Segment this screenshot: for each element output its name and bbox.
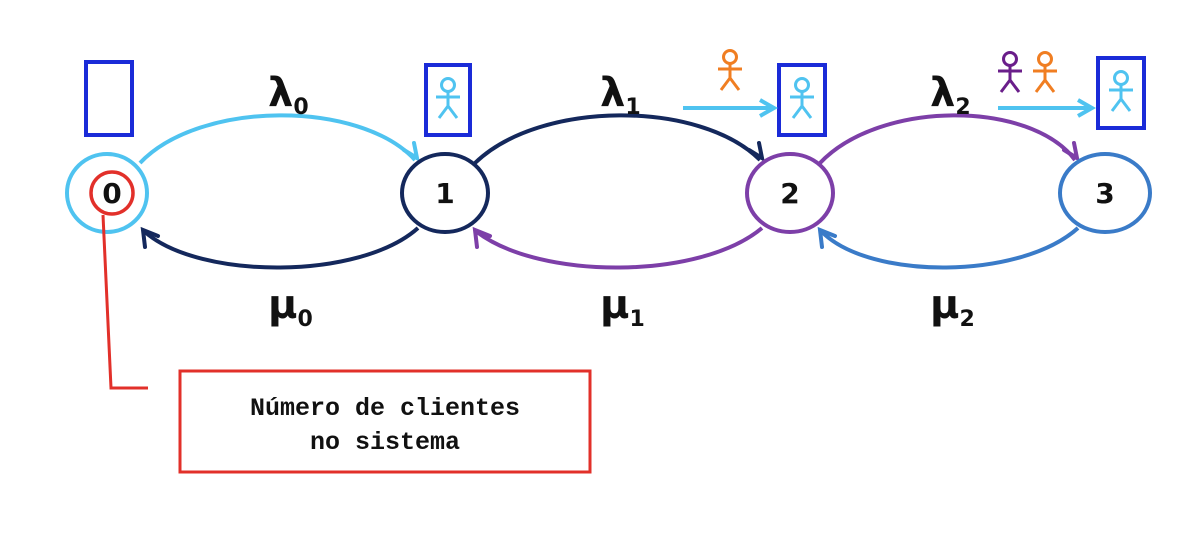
arrow-head-icon (140, 226, 160, 249)
state-label: 1 (435, 177, 454, 210)
arrival-arc-0-1 (138, 113, 417, 165)
queue-box-icon (424, 63, 472, 137)
arrival-rate-2: λ2 (930, 70, 971, 120)
annotation-connector (101, 214, 148, 390)
arrival-arrow-icon (998, 98, 1097, 118)
arrow-head-icon (747, 141, 765, 163)
arrival-arrow-icon (683, 98, 779, 118)
person-icon (1031, 51, 1059, 94)
annotation-line-1: Número de clientes (250, 394, 520, 423)
person-icon (1107, 70, 1135, 113)
arrival-rate-1: λ1 (600, 70, 641, 120)
queue-box-icon (84, 60, 134, 137)
person-icon (434, 77, 462, 120)
service-arc-1-0 (143, 226, 420, 270)
state-label: 2 (780, 177, 799, 210)
annotation-line-2: no sistema (310, 428, 460, 457)
service-arc-2-1 (475, 226, 764, 270)
arrival-arc-1-2 (473, 113, 762, 165)
annotation-box: Número de clientes no sistema (178, 369, 592, 474)
queue-box-icon (777, 63, 827, 137)
state-2: 2 (745, 152, 835, 234)
person-icon (716, 49, 744, 92)
state-0: 0 (65, 152, 149, 234)
service-arc-3-2 (820, 226, 1080, 270)
queue-box-icon (1096, 56, 1146, 130)
person-icon (788, 77, 816, 120)
service-rate-0: μ0 (268, 282, 313, 332)
arrow-head-icon (402, 141, 420, 163)
arrow-head-icon (817, 226, 837, 249)
arrival-rate-0: λ0 (268, 70, 309, 120)
arrival-arc-2-3 (818, 113, 1077, 165)
person-icon (996, 51, 1024, 94)
state-label: 0 (102, 177, 121, 210)
service-rate-2: μ2 (930, 282, 975, 332)
state-1: 1 (400, 152, 490, 234)
state-3: 3 (1058, 152, 1152, 234)
service-rate-1: μ1 (600, 282, 645, 332)
state-label: 3 (1095, 177, 1114, 210)
arrow-head-icon (472, 226, 492, 249)
arrow-head-icon (1062, 141, 1080, 163)
